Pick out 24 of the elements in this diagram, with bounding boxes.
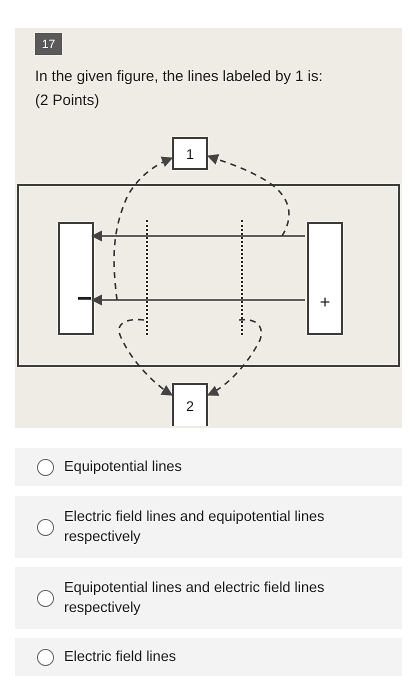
dotted-line bbox=[241, 220, 244, 335]
leader-line bbox=[118, 318, 173, 396]
box-number: 2 bbox=[186, 398, 194, 412]
question-number: 17 bbox=[35, 33, 62, 55]
option-text: Electric field lines and equipotential lines respectively bbox=[64, 508, 326, 547]
dotted-line bbox=[146, 220, 149, 335]
option-text: Equipotential lines and electric field lines respectively bbox=[64, 579, 326, 618]
field-line-arrow bbox=[90, 230, 305, 242]
leader-line bbox=[113, 156, 174, 300]
question-text: In the given figure, the lines labeled by 1 is: bbox=[35, 67, 324, 87]
leader-line bbox=[207, 318, 262, 396]
frame-box bbox=[17, 184, 400, 367]
field-line-arrow bbox=[90, 294, 305, 306]
question-text: (2 Points) bbox=[35, 91, 100, 111]
box-number: 1 bbox=[186, 146, 194, 160]
label-box bbox=[172, 137, 208, 170]
positive-plate bbox=[307, 222, 343, 335]
leader-line bbox=[206, 154, 290, 236]
minus-sign: − bbox=[76, 285, 92, 311]
plus-sign: + bbox=[320, 293, 330, 311]
negative-plate bbox=[58, 222, 94, 335]
option-text: Equipotential lines bbox=[64, 458, 183, 477]
label-box bbox=[172, 383, 208, 426]
option-text: Electric field lines bbox=[64, 648, 178, 667]
